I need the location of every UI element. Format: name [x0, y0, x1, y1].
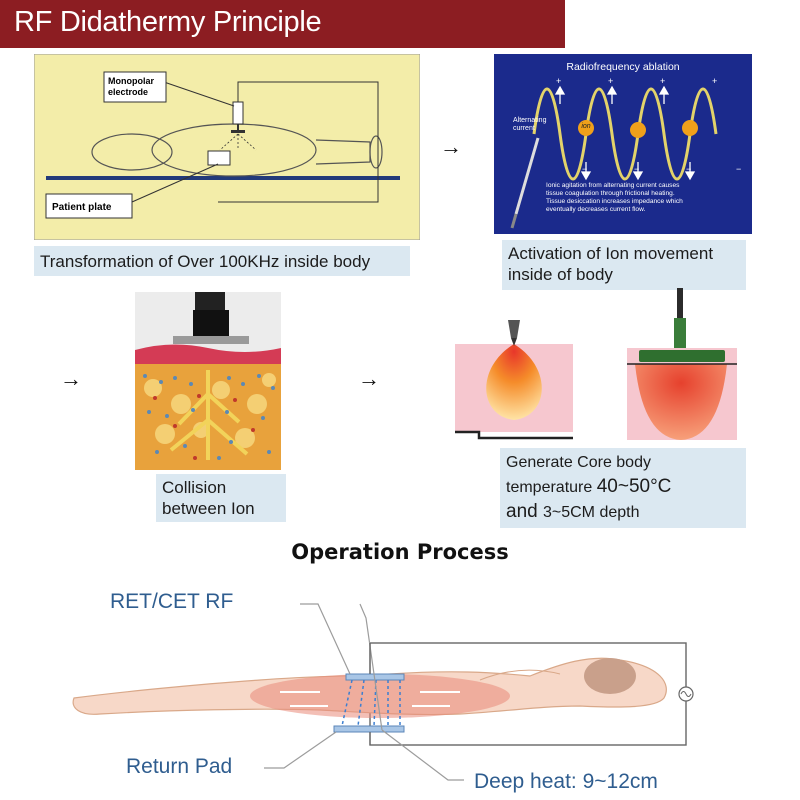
operation-title: Operation Process	[291, 540, 509, 564]
caption-line: inside of body	[508, 265, 613, 284]
ablation-note: Ionic agitation from alternating current…	[546, 182, 744, 214]
ablation-note-line: tissue coagulation through frictional he…	[546, 190, 675, 197]
caption-line: between Ion	[162, 499, 255, 518]
electrode-label: Monopolar electrode	[108, 76, 154, 97]
tissue-collision-illustration	[135, 292, 281, 470]
caption-line: Collision	[162, 478, 227, 497]
plus-sign: +	[608, 76, 614, 86]
rf-ablation-panel	[494, 54, 752, 234]
minus-sign: −	[736, 164, 742, 174]
caption-text: temperature	[506, 479, 597, 496]
minus-sign: −	[582, 164, 588, 174]
alternating-current-label: Alternating current	[513, 117, 547, 132]
plus-sign: +	[712, 76, 718, 86]
arrow-right-icon: →	[358, 366, 380, 391]
minus-sign: −	[686, 164, 692, 174]
minus-sign: −	[634, 164, 640, 174]
title-banner	[0, 0, 565, 48]
ablation-note-line: Tissue desiccation increases impedance w…	[546, 198, 683, 205]
ion-label: ion	[581, 123, 591, 130]
ablation-title: Radiofrequency ablation	[566, 61, 680, 73]
page-title: RF Didathermy Principle	[14, 6, 322, 38]
caption-ion-collision: Collision between Ion	[156, 474, 286, 522]
plus-sign: +	[660, 76, 666, 86]
temperature-value: 40~50°C	[596, 476, 672, 497]
ablation-note-line: eventually decreases current flow.	[546, 206, 646, 213]
arrow-right-icon: →	[440, 134, 462, 159]
caption-transformation: Transformation of Over 100KHz inside bod…	[34, 246, 410, 276]
patient-plate-label: Patient plate	[52, 202, 112, 213]
caption-line: and 3~5CM depth	[506, 500, 740, 525]
plus-sign: +	[556, 76, 562, 86]
ablation-note-line: Ionic agitation from alternating current…	[546, 182, 680, 189]
deep-heat-label: Deep heat: 9~12cm	[474, 770, 658, 793]
ret-cet-rf-label: RET/CET RF	[110, 590, 234, 613]
arrow-right-icon: →	[60, 366, 82, 391]
heat-distribution-illustration	[455, 288, 737, 440]
return-pad-label: Return Pad	[126, 755, 233, 778]
caption-line: Activation of Ion movement	[508, 244, 714, 263]
caption-line: Generate Core body	[506, 454, 651, 471]
caption-core-temperature: Generate Core body temperature 40~50°C a…	[500, 448, 746, 528]
caption-line: temperature 40~50°C	[506, 475, 740, 500]
depth-value: 3~5CM depth	[542, 504, 640, 521]
caption-text: and	[506, 501, 543, 522]
caption-ion-activation: Activation of Ion movement inside of bod…	[502, 240, 746, 290]
monopolar-schematic	[34, 54, 420, 240]
operation-diagram	[72, 603, 694, 781]
